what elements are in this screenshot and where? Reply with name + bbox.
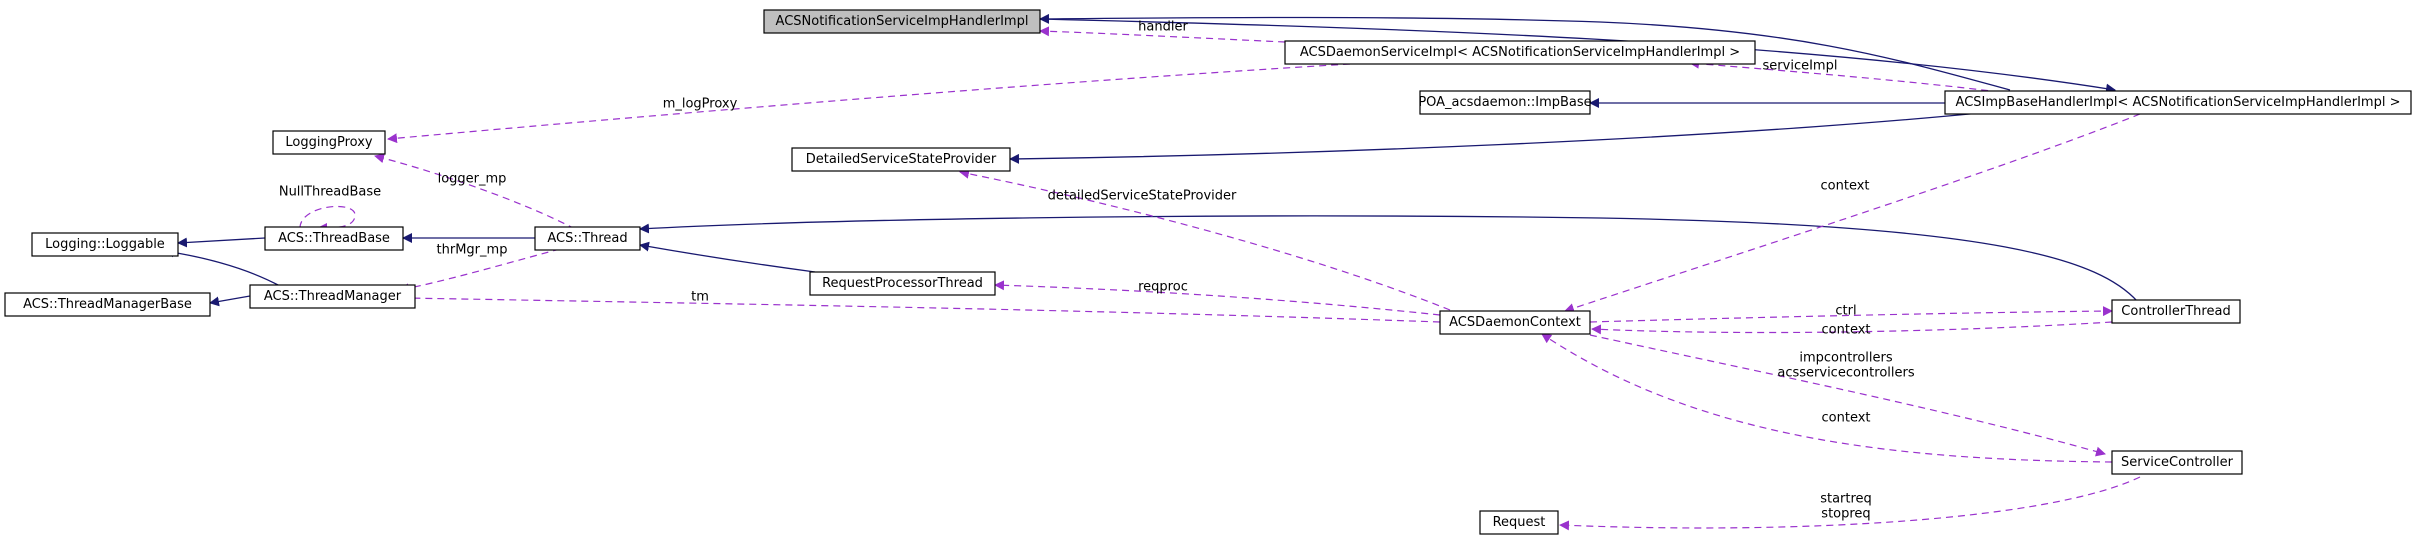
- edge-label-logger-mp: logger_mp: [438, 172, 507, 187]
- inheritance-edges: [164, 13, 2139, 307]
- edge-label-acsservicecontrollers: acsservicecontrollers: [1777, 366, 1914, 381]
- edge-thread-manager-to-manager-base: [209, 295, 251, 307]
- edge-label-null-thread-base: NullThreadBase: [279, 185, 381, 200]
- edge-thread-manager-to-loggable: [164, 247, 281, 287]
- edge-ctrl: [1589, 306, 2113, 323]
- node-label-request: Request: [1493, 515, 1546, 530]
- edge-label-context-top: context: [1821, 179, 1870, 194]
- node-label-logging-loggable: Logging::Loggable: [45, 237, 165, 252]
- node-label-daemon-context: ACSDaemonContext: [1449, 315, 1581, 330]
- edge-thr-mgr-mp: [399, 248, 561, 294]
- edge-labels: handler serviceImpl m_logProxy logger_mp…: [279, 20, 1915, 522]
- node-label-notification-impl: ACSNotificationServiceImpHandlerImpl: [776, 14, 1029, 29]
- usage-edges: [299, 26, 2141, 531]
- node-acs-thread[interactable]: ACS::Thread: [534, 226, 641, 251]
- node-service-controller[interactable]: ServiceController: [2111, 450, 2243, 475]
- edge-label-reqproc: reqproc: [1138, 280, 1188, 295]
- node-logging-loggable[interactable]: Logging::Loggable: [31, 232, 179, 257]
- edge-label-ctrl: ctrl: [1835, 304, 1856, 319]
- edge-null-thread-base: [299, 205, 356, 233]
- node-label-request-processor-thread: RequestProcessorThread: [822, 276, 983, 291]
- node-logging-proxy[interactable]: LoggingProxy: [272, 130, 386, 155]
- edge-label-startreq: startreq: [1820, 492, 1872, 507]
- node-label-thread-manager-base: ACS::ThreadManagerBase: [23, 297, 192, 312]
- edge-impcontrollers: [1589, 334, 2106, 457]
- edge-label-thr-mgr-mp: thrMgr_mp: [437, 243, 508, 258]
- edge-handler: [1039, 26, 1286, 43]
- node-label-logging-proxy: LoggingProxy: [285, 135, 372, 150]
- edge-label-detailed-state: detailedServiceStateProvider: [1048, 189, 1237, 204]
- node-daemon-context[interactable]: ACSDaemonContext: [1439, 310, 1591, 335]
- edge-handler-base-to-detailed-state: [1009, 112, 1981, 164]
- edge-service-impl: [1689, 58, 2001, 93]
- edge-m-log-proxy: [387, 63, 1351, 144]
- node-daemon-service-impl[interactable]: ACSDaemonServiceImpl< ACSNotificationSer…: [1284, 40, 1756, 65]
- node-label-acs-thread: ACS::Thread: [547, 231, 627, 246]
- edge-context-top: [1564, 113, 2141, 313]
- node-poa-imp-base[interactable]: POA_acsdaemon::ImpBase: [1418, 90, 1592, 115]
- edge-label-tm: tm: [691, 290, 709, 305]
- edge-label-handler: handler: [1138, 20, 1188, 35]
- nodes: ACSNotificationServiceImpHandlerImpl ACS…: [4, 9, 2412, 535]
- edge-thread-base-to-loggable: [177, 237, 266, 248]
- node-controller-thread[interactable]: ControllerThread: [2111, 299, 2241, 324]
- node-thread-base[interactable]: ACS::ThreadBase: [264, 226, 404, 251]
- edge-label-impcontrollers: impcontrollers: [1799, 351, 1893, 366]
- node-detailed-state-provider[interactable]: DetailedServiceStateProvider: [791, 147, 1011, 172]
- edge-tm: [405, 293, 1441, 323]
- node-thread-manager[interactable]: ACS::ThreadManager: [249, 284, 416, 309]
- edge-label-context-ctrl: context: [1822, 323, 1871, 338]
- edge-label-m-log-proxy: m_logProxy: [663, 97, 738, 112]
- node-label-poa-imp-base: POA_acsdaemon::ImpBase: [1418, 95, 1591, 110]
- edge-reqproc: [994, 280, 1441, 316]
- node-request-processor-thread[interactable]: RequestProcessorThread: [809, 271, 996, 296]
- node-label-imp-base-handler: ACSImpBaseHandlerImpl< ACSNotificationSe…: [1956, 95, 2401, 110]
- node-label-service-controller: ServiceController: [2121, 455, 2234, 470]
- edge-request-thread-to-thread: [639, 241, 816, 273]
- edge-label-stopreq: stopreq: [1821, 507, 1870, 522]
- node-notification-impl[interactable]: ACSNotificationServiceImpHandlerImpl: [763, 9, 1041, 34]
- node-request[interactable]: Request: [1479, 510, 1559, 535]
- node-label-controller-thread: ControllerThread: [2121, 304, 2230, 319]
- node-label-detailed-state-provider: DetailedServiceStateProvider: [806, 152, 997, 167]
- edge-logger-mp: [374, 153, 576, 230]
- edge-startreq-stopreq: [1559, 476, 2141, 531]
- node-label-daemon-service-impl: ACSDaemonServiceImpl< ACSNotificationSer…: [1300, 45, 1740, 60]
- edge-controller-thread-to-thread: [639, 215, 2139, 303]
- edge-label-context-service: context: [1822, 411, 1871, 426]
- node-thread-manager-base[interactable]: ACS::ThreadManagerBase: [4, 292, 211, 317]
- node-label-thread-base: ACS::ThreadBase: [278, 231, 390, 246]
- edge-handler-base-to-notification-impl: [1039, 13, 2011, 91]
- edge-handler-base-to-imp-handler: [1039, 18, 2116, 94]
- node-label-thread-manager: ACS::ThreadManager: [264, 289, 402, 304]
- edge-detailed-state: [959, 168, 1451, 311]
- node-imp-base-handler[interactable]: ACSImpBaseHandlerImpl< ACSNotificationSe…: [1944, 90, 2412, 115]
- edge-context-service: [1541, 333, 2113, 463]
- edge-label-service-impl: serviceImpl: [1763, 59, 1838, 74]
